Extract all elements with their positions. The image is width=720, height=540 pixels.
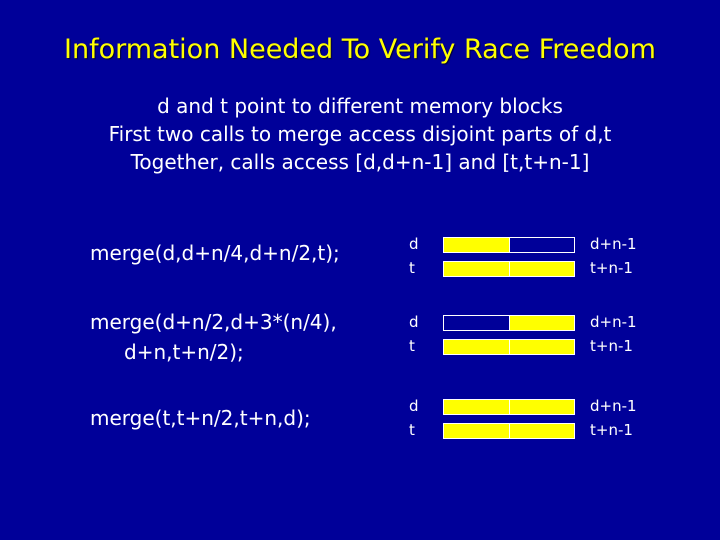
t-end-label-2: t+n-1 — [590, 337, 633, 355]
merge-call-1: merge(d,d+n/4,d+n/2,t); — [90, 241, 340, 265]
accessed-segment — [444, 340, 509, 354]
accessed-segment — [509, 424, 574, 438]
merge-call-2-line-1: merge(d+n/2,d+3*(n/4), — [90, 310, 337, 334]
accessed-segment — [509, 400, 574, 414]
merge-call-3: merge(t,t+n/2,t+n,d); — [90, 406, 311, 430]
d-end-label-2: d+n-1 — [590, 313, 637, 331]
t-label-2: t — [409, 337, 415, 355]
d-label-3: d — [409, 397, 419, 415]
accessed-segment — [444, 262, 509, 276]
t-block-bar-1 — [443, 261, 575, 277]
d-label-1: d — [409, 235, 419, 253]
accessed-segment — [509, 316, 574, 330]
d-block-bar-2 — [443, 315, 575, 331]
subtitle-line-1: d and t point to different memory blocks — [157, 94, 563, 118]
d-end-label-3: d+n-1 — [590, 397, 637, 415]
slide-title: Information Needed To Verify Race Freedo… — [64, 34, 656, 65]
t-end-label-1: t+n-1 — [590, 259, 633, 277]
d-end-label-1: d+n-1 — [590, 235, 637, 253]
t-block-bar-3 — [443, 423, 575, 439]
accessed-segment — [509, 262, 574, 276]
d-block-bar-3 — [443, 399, 575, 415]
accessed-segment — [444, 424, 509, 438]
subtitle-line-3: Together, calls access [d,d+n-1] and [t,… — [130, 150, 590, 174]
merge-call-2-line-2: d+n,t+n/2); — [124, 340, 244, 364]
subtitle-line-2: First two calls to merge access disjoint… — [108, 122, 612, 146]
unaccessed-segment — [444, 316, 509, 330]
accessed-segment — [444, 238, 509, 252]
d-label-2: d — [409, 313, 419, 331]
t-label-3: t — [409, 421, 415, 439]
unaccessed-segment — [509, 238, 574, 252]
t-end-label-3: t+n-1 — [590, 421, 633, 439]
d-block-bar-1 — [443, 237, 575, 253]
t-block-bar-2 — [443, 339, 575, 355]
accessed-segment — [444, 400, 509, 414]
t-label-1: t — [409, 259, 415, 277]
accessed-segment — [509, 340, 574, 354]
